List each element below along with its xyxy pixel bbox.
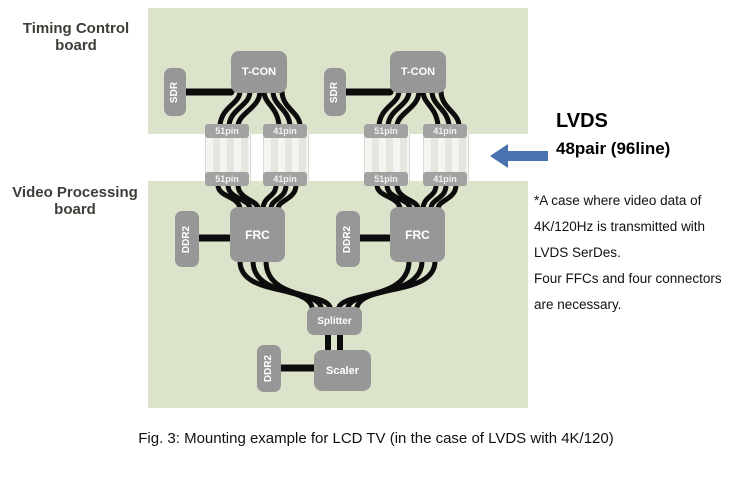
- ddr2-chip-3: DDR2: [257, 345, 281, 392]
- tcon-chip-1: T-CON: [231, 51, 287, 93]
- connector-41pin-top-1: 41pin: [263, 124, 307, 138]
- lvds-note: *A case where video data of 4K/120Hz is …: [534, 188, 749, 318]
- lvds-subtitle: 48pair (96line): [556, 139, 671, 158]
- frc-chip-2-label: FRC: [405, 227, 430, 242]
- connector-51pin-top-2-label: 51pin: [374, 126, 398, 136]
- arrow-left-icon: [490, 144, 548, 168]
- lvds-title: LVDS: [556, 110, 608, 132]
- splitter-chip: Splitter: [307, 307, 362, 335]
- sdr-chip-1: SDR: [164, 68, 186, 116]
- tcon-chip-1-label: T-CON: [241, 66, 277, 78]
- sdr-chip-2: SDR: [324, 68, 346, 116]
- tcon-chip-2-label: T-CON: [400, 66, 436, 78]
- frc-chip-1-label: FRC: [245, 227, 270, 242]
- connector-51pin-bottom-2: 51pin: [364, 172, 408, 186]
- scaler-chip: Scaler: [314, 350, 371, 391]
- note-line-3: LVDS SerDes.: [534, 245, 621, 260]
- connector-41pin-top-1-label: 41pin: [273, 126, 297, 136]
- ddr2-chip-2-label: DDR2: [342, 225, 354, 253]
- timing-board-label-line1: Timing Control: [22, 20, 130, 37]
- connector-51pin-top-1-label: 51pin: [215, 126, 239, 136]
- connector-41pin-top-2-label: 41pin: [433, 126, 457, 136]
- video-board-label: Video Processing board: [4, 184, 146, 218]
- frc-chip-1: FRC: [230, 207, 285, 262]
- scaler-chip-label: Scaler: [325, 364, 360, 377]
- connector-51pin-top-2: 51pin: [364, 124, 408, 138]
- connector-41pin-bottom-2: 41pin: [423, 172, 467, 186]
- connector-41pin-bottom-1-label: 41pin: [273, 174, 297, 184]
- ddr2-chip-1-label: DDR2: [181, 225, 193, 253]
- note-line-5: are necessary.: [534, 297, 622, 312]
- tcon-chip-2: T-CON: [390, 51, 446, 93]
- note-line-2: 4K/120Hz is transmitted with: [534, 219, 706, 234]
- splitter-chip-label: Splitter: [317, 315, 352, 327]
- note-line-4: Four FFCs and four connectors: [534, 271, 722, 286]
- ddr2-chip-2: DDR2: [336, 211, 360, 267]
- lvds-arrow: [488, 140, 550, 177]
- connector-41pin-top-2: 41pin: [423, 124, 467, 138]
- ddr2-chip-1: DDR2: [175, 211, 199, 267]
- frc-chip-2: FRC: [390, 207, 445, 262]
- figure-caption: Fig. 3: Mounting example for LCD TV (in …: [138, 430, 614, 447]
- note-line-1: *A case where video data of: [534, 193, 702, 208]
- ddr2-chip-3-label: DDR2: [263, 354, 275, 383]
- timing-board-label: Timing Control board: [10, 20, 142, 54]
- connector-41pin-bottom-2-label: 41pin: [433, 174, 457, 184]
- connector-51pin-bottom-1: 51pin: [205, 172, 249, 186]
- connector-51pin-bottom-1-label: 51pin: [215, 174, 239, 184]
- timing-board-label-line2: board: [55, 37, 97, 54]
- sdr-chip-2-label: SDR: [329, 81, 341, 103]
- video-board-label-line2: board: [54, 201, 96, 218]
- connector-51pin-top-1: 51pin: [205, 124, 249, 138]
- video-board-label-line1: Video Processing: [12, 184, 138, 201]
- connector-51pin-bottom-2-label: 51pin: [374, 174, 398, 184]
- sdr-chip-1-label: SDR: [169, 81, 181, 103]
- connector-41pin-bottom-1: 41pin: [263, 172, 307, 186]
